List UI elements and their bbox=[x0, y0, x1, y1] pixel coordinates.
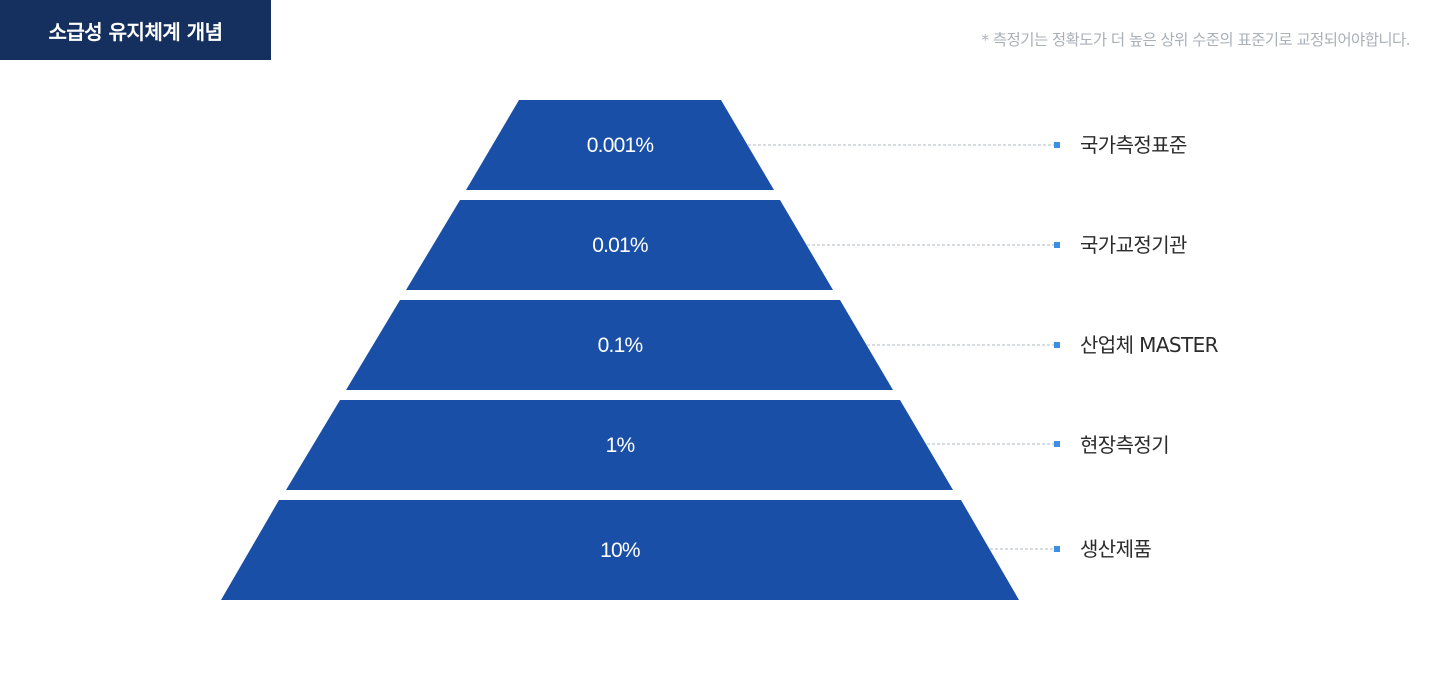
tier-5-bullet bbox=[1054, 546, 1060, 552]
tier-4-value: 1% bbox=[606, 434, 635, 457]
tier-4-shape bbox=[286, 400, 953, 490]
tier-3: 0.1% 산업체 MASTER bbox=[346, 300, 1219, 390]
tier-5-value: 10% bbox=[600, 539, 640, 562]
tier-5-label: 생산제품 bbox=[1080, 537, 1151, 561]
tier-2-shape bbox=[406, 200, 833, 290]
tier-5-shape bbox=[221, 500, 1019, 600]
tier-1-label: 국가측정표준 bbox=[1080, 133, 1187, 157]
tier-4-label: 현장측정기 bbox=[1080, 433, 1169, 457]
tier-3-label: 산업체 MASTER bbox=[1080, 333, 1219, 357]
tier-1-value: 0.001% bbox=[587, 134, 654, 157]
tier-2: 0.01% 국가교정기관 bbox=[406, 200, 1188, 290]
tier-2-bullet bbox=[1054, 242, 1060, 248]
tier-1: 0.001% 국가측정표준 bbox=[466, 100, 1188, 190]
tier-2-value: 0.01% bbox=[592, 234, 648, 257]
tier-3-shape bbox=[346, 300, 893, 390]
tier-1-shape bbox=[466, 100, 774, 190]
tier-1-bullet bbox=[1054, 142, 1060, 148]
tier-2-label: 국가교정기관 bbox=[1080, 233, 1187, 257]
section-title: 소급성 유지체계 개념 bbox=[0, 0, 271, 60]
tier-4: 1% 현장측정기 bbox=[286, 400, 1170, 490]
tier-3-value: 0.1% bbox=[598, 334, 643, 357]
tier-3-bullet bbox=[1054, 342, 1060, 348]
tier-5: 10% 생산제품 bbox=[221, 500, 1152, 600]
note-text: * 측정기는 정확도가 더 높은 상위 수준의 표준기로 교정되어야합니다. bbox=[981, 31, 1410, 49]
tier-4-bullet bbox=[1054, 441, 1060, 447]
